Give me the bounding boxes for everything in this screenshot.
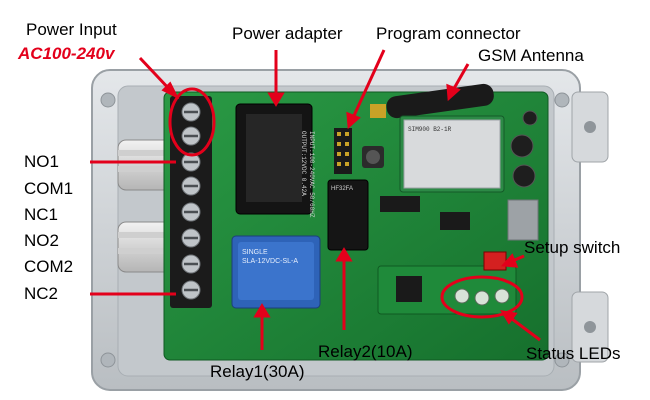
relay1-label: Relay1(30A) <box>210 362 305 381</box>
status-leds-label: Status LEDs <box>526 344 621 363</box>
chip <box>440 212 470 230</box>
gsm-antenna-label: GSM Antenna <box>478 46 584 65</box>
inductor-core <box>366 150 380 164</box>
relay1-print-line2: SLA-12VDC-SL-A <box>242 258 299 265</box>
setup-switch-label: Setup switch <box>524 238 621 257</box>
program-connector-label: Program connector <box>376 24 521 43</box>
setup-switch <box>483 251 507 271</box>
relay1-print-line1: SINGLE <box>242 249 268 256</box>
nc1-label: NC1 <box>24 205 59 224</box>
screw <box>100 352 116 368</box>
mount-hole <box>584 121 596 133</box>
status-leds-highlight <box>440 275 524 319</box>
adapter-print-line1: INPUT:100-240VAC 50/60HZ <box>308 131 315 218</box>
relay2-label: Relay2(10A) <box>318 342 413 361</box>
mcu-chip <box>396 276 422 302</box>
power-input-voltage-label: AC100-240v <box>18 44 115 63</box>
com1-label: COM1 <box>24 179 74 198</box>
no2-label: NO2 <box>24 231 59 250</box>
screw <box>554 352 570 368</box>
terminal-slots <box>184 110 198 292</box>
annotation-arrows <box>90 49 541 350</box>
chip <box>380 196 420 212</box>
gsm-print: SIM900 B2-1R <box>408 126 452 133</box>
gsm-antenna <box>386 83 494 119</box>
status-led-group <box>454 288 510 306</box>
adapter-label-plate <box>246 114 302 202</box>
screw <box>100 92 116 108</box>
relay1-top <box>238 242 314 300</box>
no1-label: NO1 <box>24 152 59 171</box>
relay2-body <box>327 179 369 251</box>
nc2-label: NC2 <box>24 284 59 303</box>
sim-holder <box>507 199 539 241</box>
relay1-print: SINGLE SLA-12VDC-SL-A <box>242 248 298 266</box>
gsm-shield <box>403 119 501 189</box>
mount-hole <box>584 321 596 333</box>
adapter-print: INPUT:100-240VAC 50/60HZ OUTPUT:12VDC 0.… <box>299 131 315 218</box>
com2-label: COM2 <box>24 257 74 276</box>
header-pins <box>337 132 349 166</box>
relay2-print: HF32FA <box>331 186 354 192</box>
adapter-print-line2: OUTPUT:12VDC 0.42A <box>300 131 307 196</box>
power-input-highlight <box>168 87 216 157</box>
capacitors <box>510 110 538 188</box>
power-input-label: Power Input <box>26 20 117 39</box>
power-adapter-label: Power adapter <box>232 24 343 43</box>
program-header <box>334 128 352 174</box>
screw <box>554 92 570 108</box>
antenna-connector <box>370 104 386 118</box>
